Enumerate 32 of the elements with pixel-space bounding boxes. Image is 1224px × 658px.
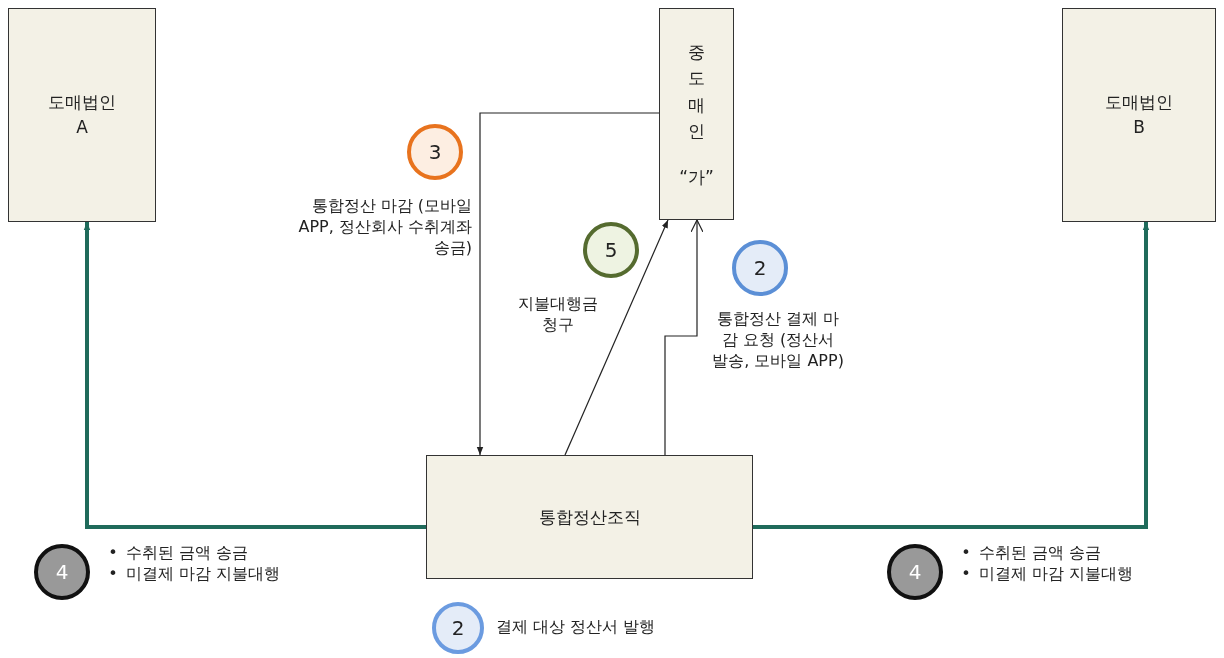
step-number-circle: 2	[432, 602, 484, 654]
box-label: 도매법인 A	[47, 90, 117, 139]
arrow	[476, 112, 660, 456]
bullet-mark: •	[108, 543, 118, 564]
step-number-circle: 5	[583, 222, 639, 278]
bullet-mark: •	[961, 543, 971, 564]
step-description: 지불대행금 청구	[517, 294, 599, 336]
process-box	[426, 455, 753, 579]
step-description: 결제 대상 정산서 발행	[496, 617, 657, 638]
bullet-mark: •	[108, 563, 118, 585]
arrow	[83, 222, 426, 529]
list-item-text: 수취된 금액 송금	[979, 543, 1102, 564]
arrow	[664, 219, 704, 456]
arrow	[753, 222, 1150, 529]
arrow	[564, 219, 669, 456]
list-item-text: 미결제 마감 지불대행	[979, 563, 1134, 585]
entity-box	[1062, 8, 1216, 222]
step-number-circle: 4	[887, 544, 943, 600]
bullet-mark: •	[961, 563, 971, 585]
step-number-circle: 4	[34, 544, 90, 600]
box-label: 도매법인 B	[1104, 90, 1174, 139]
box-label: 중도매인	[688, 40, 705, 143]
step-number-circle: 2	[732, 240, 788, 296]
list-item-text: 수취된 금액 송금	[126, 543, 249, 564]
step-number-circle: 3	[407, 124, 463, 180]
step-description: 통합정산 결제 마감 요청 (정산서 발송, 모바일 APP)	[712, 309, 844, 372]
entity-box	[8, 8, 156, 222]
box-label: “가”	[679, 166, 714, 190]
list-item-text: 미결제 마감 지불대행	[126, 563, 281, 585]
entity-box	[659, 8, 734, 220]
box-label: 통합정산조직	[538, 505, 641, 529]
step-description: 통합정산 마감 (모바일 APP, 정산회사 수취계좌 송금)	[297, 196, 472, 259]
